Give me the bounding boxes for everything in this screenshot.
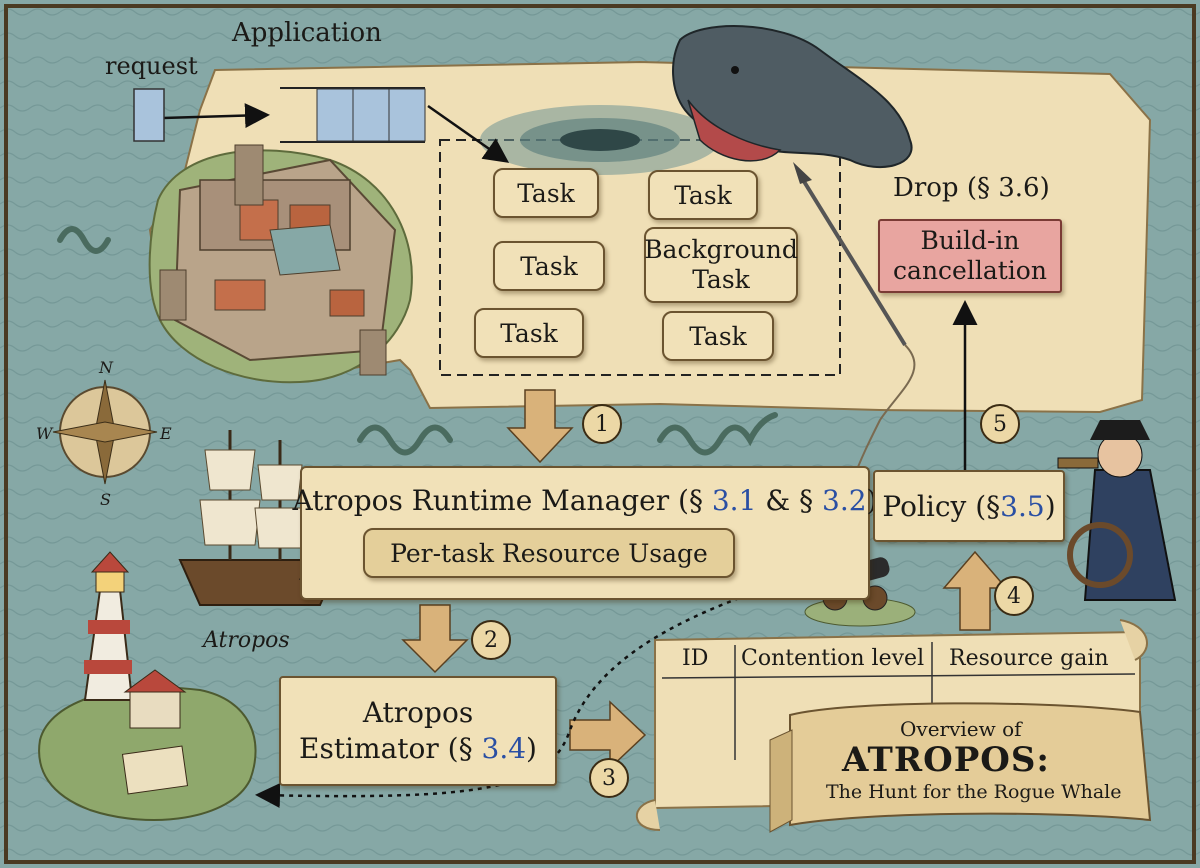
atropos-ship-label: Atropos [203, 628, 290, 653]
banner-overview-label: Overview of [900, 717, 1022, 741]
compass-south-label: S [100, 490, 111, 509]
banner-subtitle: The Hunt for the Rogue Whale [826, 781, 1122, 803]
request-label: request [105, 52, 198, 80]
policy-box: Policy (§ 3.5) [873, 470, 1065, 542]
task-box-3: Task [493, 241, 605, 291]
castle-island [148, 144, 413, 384]
banner-title: ATROPOS: [842, 740, 1050, 780]
cancellation-box: Build-in cancellation [878, 219, 1062, 293]
flow-arrows [162, 103, 1008, 808]
step-3-badge: 3 [589, 758, 629, 798]
resource-usage-box: Per-task Resource Usage [363, 528, 735, 578]
sea-serpents [57, 226, 778, 456]
compass-west-label: W [36, 424, 53, 443]
estimator-box: Atropos Estimator (§ 3.4) [279, 676, 557, 786]
compass-rose [52, 379, 158, 485]
compass-north-label: N [99, 358, 113, 377]
table-header-resource-gain: Resource gain [949, 646, 1109, 671]
application-label: Application [232, 18, 382, 48]
table-header-id: ID [682, 646, 709, 671]
drop-label: Drop (§ 3.6) [893, 173, 1050, 203]
step-4-badge: 4 [994, 576, 1034, 616]
table-header-contention: Contention level [741, 646, 925, 671]
compass-east-label: E [160, 424, 172, 443]
whale-illustration [480, 25, 913, 175]
task-box-5: Task [662, 311, 774, 361]
step-2-badge: 2 [471, 620, 511, 660]
step-5-badge: 5 [980, 404, 1020, 444]
task-box-2: Task [648, 170, 758, 220]
lighthouse-island [38, 551, 257, 821]
captain-illustration [1057, 420, 1177, 601]
task-box-1: Task [493, 168, 599, 218]
request-queue [133, 87, 426, 143]
runtime-manager-title: Atropos Runtime Manager (§ 3.1 & § 3.2) [292, 484, 878, 517]
background-task-box: Background Task [644, 227, 798, 303]
step-1-badge: 1 [582, 404, 622, 444]
task-box-4: Task [474, 308, 584, 358]
title-banner [769, 702, 1152, 833]
